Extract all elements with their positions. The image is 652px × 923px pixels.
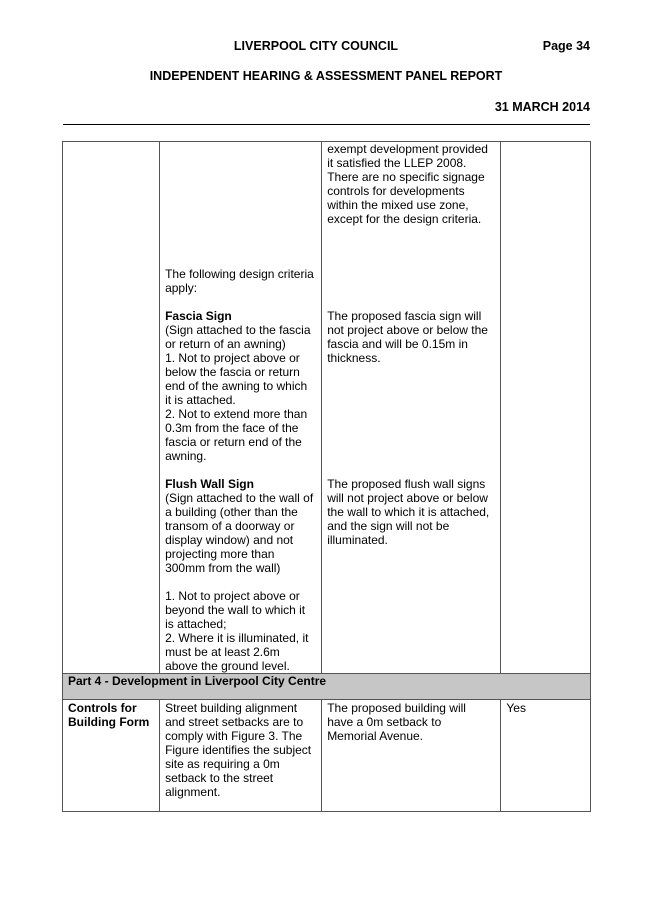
council-name: LIVERPOOL CITY COUNCIL	[233, 39, 399, 53]
requirement-cell: Street building alignment and street set…	[159, 699, 323, 812]
table-row: The following design criteria apply: Fas…	[61, 141, 591, 674]
criteria-intro: The following design criteria apply:	[165, 267, 314, 295]
flush-wall-sign-rules: 1. Not to project above or beyond the wa…	[165, 589, 309, 673]
fascia-sign-response: The proposed fascia sign will not projec…	[327, 309, 488, 365]
compliance-value: Yes	[506, 701, 526, 715]
requirement-text: Street building alignment and street set…	[165, 701, 312, 799]
flush-wall-sign-criteria: (Sign attached to the wall of a building…	[165, 491, 314, 575]
fascia-sign-criteria: (Sign attached to the fascia or return o…	[165, 323, 311, 463]
control-name: Controls for Building Form	[68, 701, 150, 729]
response-cell: exempt development provided it satisfied…	[321, 141, 502, 674]
response-cell: The proposed building will have a 0m set…	[321, 699, 502, 812]
compliance-cell: Yes	[500, 699, 591, 812]
page-number: Page 34	[542, 39, 590, 53]
report-title: INDEPENDENT HEARING & ASSESSMENT PANEL R…	[149, 69, 503, 83]
part-heading: Part 4 - Development in Liverpool City C…	[62, 673, 591, 700]
requirement-cell: The following design criteria apply: Fas…	[159, 141, 323, 674]
control-cell	[61, 141, 161, 674]
flush-wall-sign-heading: Flush Wall Sign	[165, 477, 254, 491]
fascia-sign-heading: Fascia Sign	[165, 309, 232, 323]
header-divider	[63, 124, 590, 125]
compliance-table: The following design criteria apply: Fas…	[61, 141, 591, 812]
compliance-cell	[500, 141, 591, 674]
part-heading-row: Part 4 - Development in Liverpool City C…	[62, 673, 591, 700]
flush-wall-sign-response: The proposed flush wall signs will not p…	[327, 477, 490, 547]
report-date: 31 MARCH 2014	[494, 100, 590, 114]
exempt-development-text: exempt development provided it satisfied…	[327, 142, 488, 226]
control-cell: Controls for Building Form	[61, 699, 161, 812]
table-row: Controls for Building Form Street buildi…	[61, 699, 591, 812]
response-text: The proposed building will have a 0m set…	[327, 701, 466, 743]
